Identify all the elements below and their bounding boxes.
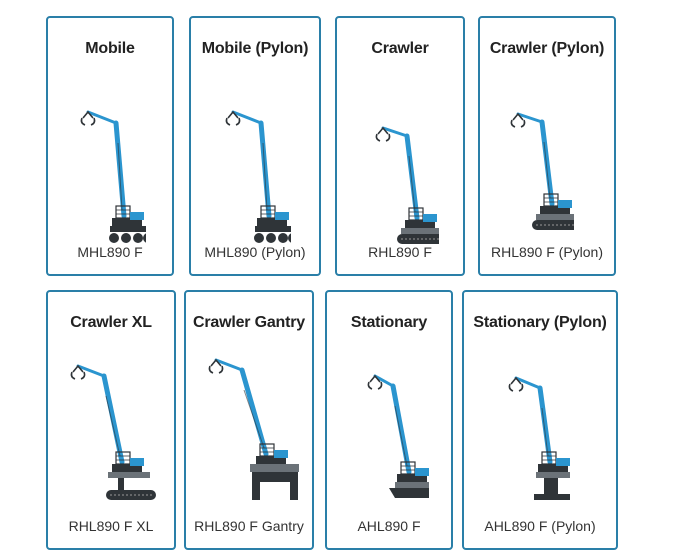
machine-model: RHL890 F Gantry — [194, 518, 304, 534]
machine-image — [204, 350, 299, 510]
cab — [405, 207, 437, 228]
cab — [256, 443, 288, 464]
machine-card-stationary-pylon[interactable]: Stationary (Pylon) AHL890 F (Pylon) — [462, 290, 618, 550]
cab — [257, 205, 289, 226]
grapple-icon — [70, 364, 86, 380]
machine-card-mobile-pylon[interactable]: Mobile (Pylon) MHL890 (Pylon) — [189, 16, 321, 276]
cab — [112, 205, 144, 226]
machine-title: Crawler (Pylon) — [489, 40, 605, 57]
grapple-icon — [375, 126, 391, 142]
machine-title: Crawler XL — [70, 314, 152, 331]
machine-title: Mobile (Pylon) — [201, 40, 309, 57]
machine-card-crawler-gantry[interactable]: Crawler Gantry RHL890 F Gantry — [184, 290, 314, 550]
cab — [540, 193, 572, 214]
machine-title: Stationary — [350, 314, 428, 331]
machine-title: Crawler Gantry — [193, 314, 305, 331]
grapple-icon — [208, 358, 224, 374]
boom-arm — [86, 110, 127, 219]
machine-card-crawler[interactable]: Crawler RHL890 F — [335, 16, 465, 276]
machine-model: RHL890 F (Pylon) — [490, 244, 604, 260]
machine-card-stationary[interactable]: Stationary AHL890 F — [325, 290, 453, 550]
machine-image — [76, 98, 146, 248]
machine-image — [68, 354, 158, 504]
boom-arm — [373, 374, 412, 475]
machine-image — [369, 114, 439, 254]
boom-arm — [516, 112, 555, 207]
boom-arm — [381, 126, 420, 221]
machine-model: RHL890 F XL — [68, 518, 154, 534]
machine-title: Crawler — [371, 40, 429, 57]
machine-title: Stationary (Pylon) — [473, 314, 607, 331]
machine-image — [504, 364, 574, 509]
machine-image — [504, 100, 574, 240]
machine-model: MHL890 F — [77, 244, 143, 260]
boom-arm — [214, 358, 269, 457]
machine-card-crawler-pylon[interactable]: Crawler (Pylon) RHL890 F (Pylon) — [478, 16, 616, 276]
boom-arm — [231, 110, 272, 219]
boom-arm — [76, 364, 125, 465]
machine-title: Mobile — [85, 40, 135, 57]
boom-arm — [514, 376, 553, 465]
grapple-icon — [508, 376, 524, 392]
machine-model: AHL890 F — [357, 518, 421, 534]
machine-card-crawler-xl[interactable]: Crawler XL RHL890 F XL — [46, 290, 176, 550]
grapple-icon — [80, 110, 96, 126]
cab — [112, 451, 144, 472]
grapple-icon — [367, 374, 383, 390]
cab — [397, 461, 429, 482]
machine-model: MHL890 (Pylon) — [204, 244, 306, 260]
grapple-icon — [225, 110, 241, 126]
machine-card-mobile[interactable]: Mobile MHL890 F — [46, 16, 174, 276]
cab — [538, 451, 570, 472]
machine-image — [221, 98, 291, 248]
machine-image — [359, 364, 429, 509]
machine-model: RHL890 F — [368, 244, 432, 260]
grapple-icon — [510, 112, 526, 128]
machine-model: AHL890 F (Pylon) — [484, 518, 596, 534]
